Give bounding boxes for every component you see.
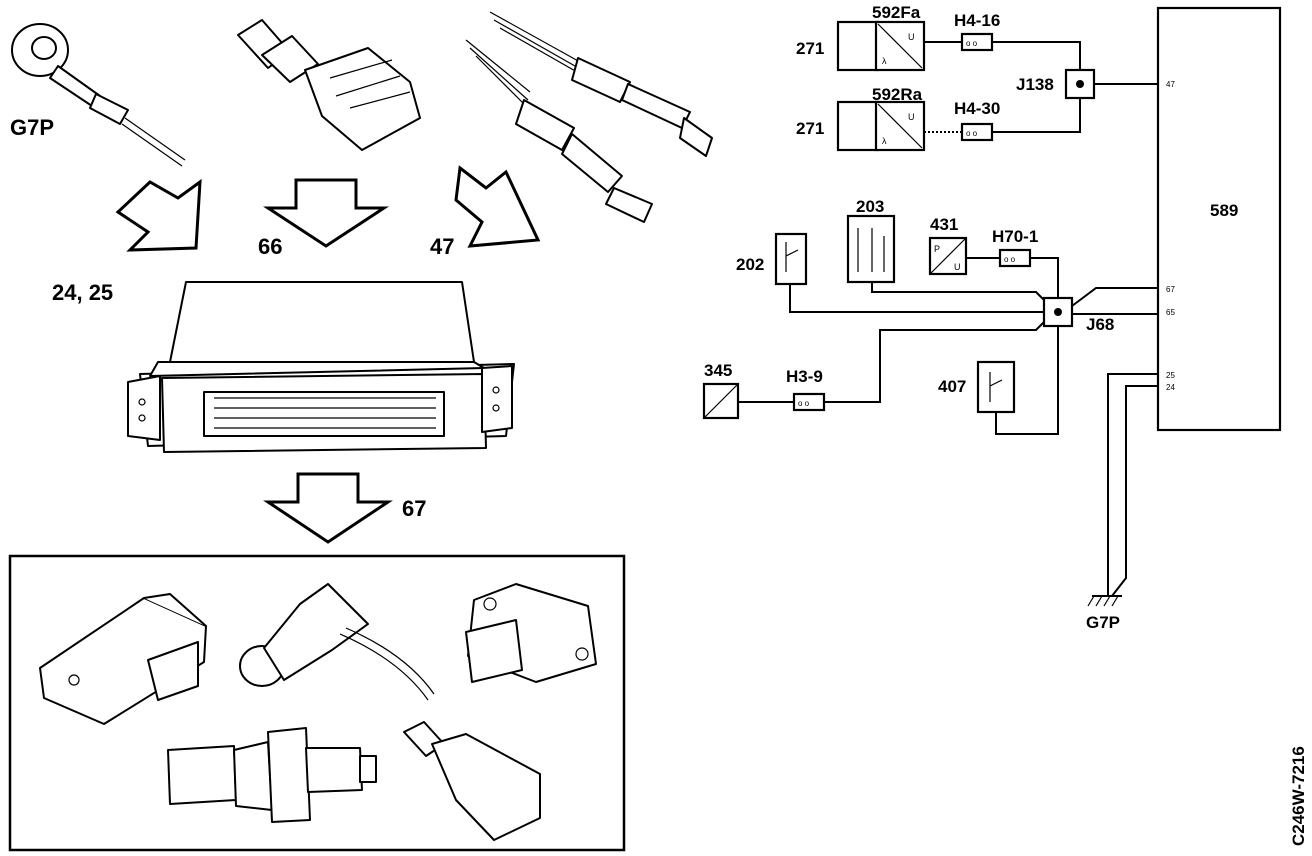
component-431-label: 431 [930, 215, 958, 234]
coolant-sensor-small-illustration [403, 721, 541, 841]
output-label-67: 67 [402, 496, 426, 521]
component-345-label: 345 [704, 361, 732, 380]
wire-203-j68 [871, 282, 1045, 301]
pin-65: 65 [1166, 308, 1175, 317]
connector-h70-1-label: H70-1 [992, 227, 1038, 246]
ground-g7p-label: G7P [1086, 613, 1120, 632]
pin-24: 24 [1166, 383, 1175, 392]
sensor-271-b-box [836, 100, 880, 152]
ground-cable-illustration [11, 23, 186, 167]
sensor-271-a-label: 271 [796, 39, 824, 58]
pin-25: 25 [1166, 371, 1175, 380]
g7p-label: G7P [10, 115, 54, 140]
wire-pin24-ground [1111, 385, 1158, 597]
sensor-592ra-label: 592Ra [872, 85, 923, 104]
wire-j68-pin67 [1071, 287, 1158, 307]
svg-text:U: U [954, 262, 961, 272]
wire-407-j68 [995, 326, 1059, 435]
component-202-box [774, 232, 808, 286]
component-407-label: 407 [938, 377, 966, 396]
ecu-illustration [127, 281, 515, 453]
sensor-592fa-lambda: λ [882, 56, 887, 66]
input-label-24-25: 24, 25 [52, 280, 113, 305]
sensor-592ra-u: U [908, 112, 915, 122]
input-label-47: 47 [430, 234, 454, 259]
pin-47: 47 [1166, 80, 1175, 89]
connector-h3-9-label: H3-9 [786, 367, 823, 386]
component-203-label: 203 [856, 197, 884, 216]
arrow-in-mid [262, 178, 390, 248]
input-label-66: 66 [258, 234, 282, 259]
wire-202-j68 [789, 284, 1044, 313]
component-202-label: 202 [736, 255, 764, 274]
arrow-out [263, 472, 393, 544]
sensor-271-b-label: 271 [796, 119, 824, 138]
pin-67: 67 [1166, 285, 1175, 294]
connector-h4-16-label: H4-16 [954, 11, 1000, 30]
oxygen-sensors-illustration [465, 11, 713, 223]
svg-text:P: P [934, 244, 940, 254]
junction-j68-label: J68 [1086, 315, 1114, 334]
component-203-box [846, 214, 896, 284]
sensor-271-a-box [836, 20, 880, 72]
junction-j138-label: J138 [1016, 75, 1054, 94]
wire-h39-j68 [824, 321, 1045, 403]
component-407-box [976, 360, 1016, 414]
sensor-592ra-lambda: λ [882, 136, 887, 146]
svg-text:o o: o o [966, 129, 978, 138]
svg-text:o o: o o [966, 39, 978, 48]
pressure-sensor-illustration [39, 593, 207, 725]
wire-h430-j138 [992, 98, 1081, 133]
arrow-in-right [454, 165, 541, 248]
connector-h4-30-label: H4-30 [954, 99, 1000, 118]
ecu-589-box [1156, 6, 1282, 432]
wire-h416-j138 [992, 41, 1081, 70]
arrow-in-left [115, 178, 202, 252]
wire-h70-j68 [1030, 257, 1059, 298]
svg-text:o o: o o [798, 399, 810, 408]
sensor-592fa-label: 592Fa [872, 3, 921, 22]
wire-pin25-ground [1107, 373, 1158, 596]
coolant-sensor-illustration [237, 19, 421, 151]
temperature-switch-illustration [167, 727, 377, 823]
svg-text:o o: o o [1004, 255, 1016, 264]
throttle-sensor-illustration [465, 583, 597, 683]
sensor-592fa-u: U [908, 32, 915, 42]
output-components-frame [8, 554, 626, 852]
crank-sensor-illustration [239, 583, 435, 701]
figure-code: C246W-7216 [1289, 746, 1308, 846]
ecu-589-label: 589 [1210, 201, 1238, 220]
